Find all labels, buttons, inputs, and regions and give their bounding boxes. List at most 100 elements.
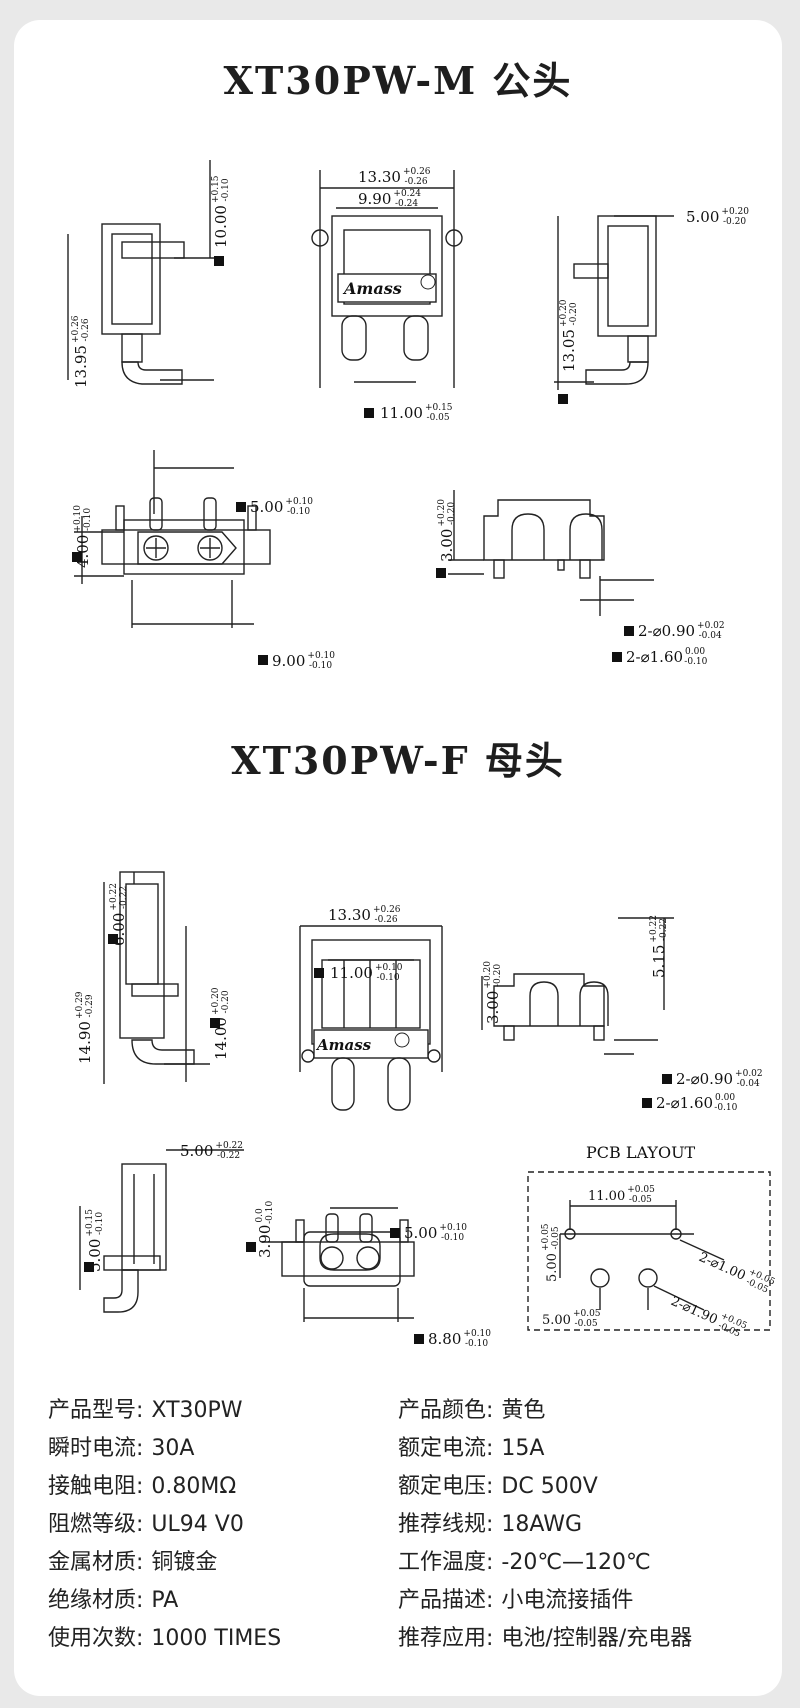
dim-female-top-h: 6.00+0.22-0.22 [109, 883, 129, 946]
tolerance-lower: -0.26 [81, 318, 91, 341]
tolerance-lower: -0.05 [551, 1226, 561, 1249]
tolerance-lower: -0.26 [405, 177, 428, 187]
tolerance-lower: -0.22 [659, 918, 669, 941]
spec-key: 接触电阻: [48, 1474, 144, 1499]
tolerance-lower: -0.10 [287, 507, 310, 517]
tolerance-upper: +0.15 [85, 1209, 95, 1237]
tolerance-upper: +0.10 [375, 963, 403, 973]
spec-row: 产品颜色:黄色 [398, 1392, 545, 1423]
tolerance-lower: -0.05 [427, 413, 450, 423]
spec-row: 瞬时电流:30A [48, 1430, 194, 1461]
tolerance-lower: -0.10 [714, 1103, 737, 1113]
spec-row: 绝缘材质:PA [48, 1582, 178, 1613]
tolerance-upper: +0.02 [735, 1069, 763, 1079]
tolerance-lower: -0.10 [377, 973, 400, 983]
spec-value: -20℃—120℃ [501, 1550, 651, 1575]
dim-female-mid-h: 14.00+0.20-0.20 [211, 987, 231, 1060]
tolerance-lower: -0.20 [493, 964, 503, 987]
dim-male-side-h: 13.05+0.20-0.20 [559, 299, 579, 372]
dim-male-pin-d1: 2-⌀0.90+0.02-0.04 [638, 621, 725, 641]
female-top-view [262, 1207, 415, 1322]
tolerance-upper: +0.10 [439, 1223, 467, 1233]
dim-female-pitch: 11.00+0.10-0.10 [330, 963, 403, 983]
male-brand-label: Amass [342, 279, 402, 298]
tolerance-upper: +0.15 [425, 403, 453, 413]
dim-female-pin-d1: 2-⌀0.90+0.02-0.04 [676, 1069, 763, 1089]
dim-female-width-a: 13.30+0.26-0.26 [328, 905, 401, 925]
spec-card: XT30PW-M 公头 XT30PW-F 母头 [14, 20, 782, 1696]
dim-male-top-w: 9.00+0.10-0.10 [272, 651, 335, 671]
female-brand-label: Amass [315, 1036, 372, 1054]
tolerance-lower: -0.10 [83, 508, 93, 531]
tolerance-upper: +0.26 [403, 167, 431, 177]
tolerance-upper: +0.02 [697, 621, 725, 631]
spec-value: 铜镀金 [151, 1550, 218, 1575]
dim-female-b-pin: 5.00+0.10-0.10 [404, 1223, 467, 1243]
spec-key: 额定电压: [398, 1474, 494, 1499]
spec-row: 推荐应用: 电池/控制器/充电器 [398, 1620, 693, 1651]
dim-male-top-h: 4.00+0.10-0.10 [73, 505, 93, 568]
tolerance-lower: -0.04 [737, 1079, 760, 1089]
tolerance-upper: +0.05 [573, 1309, 601, 1319]
spec-key: 产品描述: [398, 1588, 494, 1613]
datum-markers [72, 256, 672, 1344]
tolerance-lower: -0.24 [395, 199, 418, 209]
dim-male-height-b: 13.95+0.26-0.26 [71, 315, 91, 388]
spec-value: 18AWG [501, 1512, 583, 1537]
tolerance-upper: +0.05 [541, 1223, 551, 1251]
tolerance-upper: 0.0 [255, 1208, 265, 1223]
male-title: XT30PW-M 公头 [223, 58, 573, 103]
tolerance-upper: +0.26 [71, 315, 81, 343]
spec-row: 工作温度: -20℃—120℃ [398, 1544, 651, 1575]
tolerance-upper: +0.20 [483, 961, 493, 989]
tolerance-upper: +0.20 [559, 299, 569, 327]
male-side-view-right [554, 215, 674, 390]
tolerance-upper: +0.10 [285, 497, 313, 507]
tolerance-lower: -0.10 [95, 1212, 105, 1235]
spec-key: 金属材质: [48, 1550, 144, 1575]
spec-key: 产品颜色: [398, 1398, 494, 1423]
tolerance-lower: -0.20 [569, 302, 579, 325]
tolerance-lower: -0.22 [217, 1151, 240, 1161]
spec-row: 产品型号:XT30PW [48, 1392, 243, 1423]
spec-row: 使用次数:1000 TIMES [48, 1620, 281, 1651]
tolerance-lower: -0.05 [629, 1195, 652, 1205]
spec-row: 金属材质: 铜镀金 [48, 1544, 218, 1575]
spec-row: 阻燃等级:UL94 V0 [48, 1506, 244, 1537]
spec-value: 电池/控制器/充电器 [501, 1626, 693, 1651]
tolerance-lower: -0.10 [265, 1201, 275, 1224]
spec-row: 推荐线规: 18AWG [398, 1506, 583, 1537]
tolerance-lower: -0.10 [441, 1233, 464, 1243]
tolerance-lower: -0.29 [85, 994, 95, 1017]
spec-row: 额定电流:15A [398, 1430, 544, 1461]
female-title: XT30PW-F 母头 [231, 738, 565, 783]
spec-key: 产品型号: [48, 1398, 144, 1423]
tolerance-upper: +0.15 [211, 175, 221, 203]
tolerance-upper: +0.22 [109, 883, 119, 911]
tolerance-upper: +0.20 [211, 987, 221, 1015]
spec-row: 产品描述:小电流接插件 [398, 1582, 633, 1613]
pcb-v: 5.00+0.05-0.05 [541, 1223, 561, 1282]
spec-key: 推荐应用: [398, 1626, 494, 1651]
spec-key: 推荐线规: [398, 1512, 494, 1537]
tolerance-lower: -0.20 [447, 502, 457, 525]
dim-female-r-h: 3.00+0.20-0.20 [483, 961, 503, 1024]
spec-key: 瞬时电流: [48, 1436, 144, 1461]
tolerance-lower: -0.10 [221, 178, 231, 201]
dim-female-total-h: 14.90+0.29-0.29 [75, 991, 95, 1064]
female-front-view [299, 925, 443, 1111]
female-side-view-2 [79, 1149, 244, 1313]
dim-male-pin-off: 5.00+0.10-0.10 [250, 497, 313, 517]
spec-key: 工作温度: [398, 1550, 494, 1575]
tolerance-lower: -0.10 [309, 661, 332, 671]
tolerance-upper: +0.29 [75, 991, 85, 1019]
tolerance-upper: +0.20 [437, 499, 447, 527]
pcb-hole1: 2-⌀1.00+0.05-0.05 [696, 1246, 777, 1297]
pcb-hole2: 2-⌀1.90+0.05-0.05 [668, 1290, 749, 1341]
pcb-pitch: 11.00+0.05-0.05 [588, 1185, 655, 1205]
tolerance-upper: +0.22 [649, 915, 659, 943]
tolerance-upper: +0.10 [73, 505, 83, 533]
tolerance-upper: +0.05 [627, 1185, 655, 1195]
male-front-view [311, 170, 463, 388]
spec-row: 额定电压:DC 500V [398, 1468, 598, 1499]
